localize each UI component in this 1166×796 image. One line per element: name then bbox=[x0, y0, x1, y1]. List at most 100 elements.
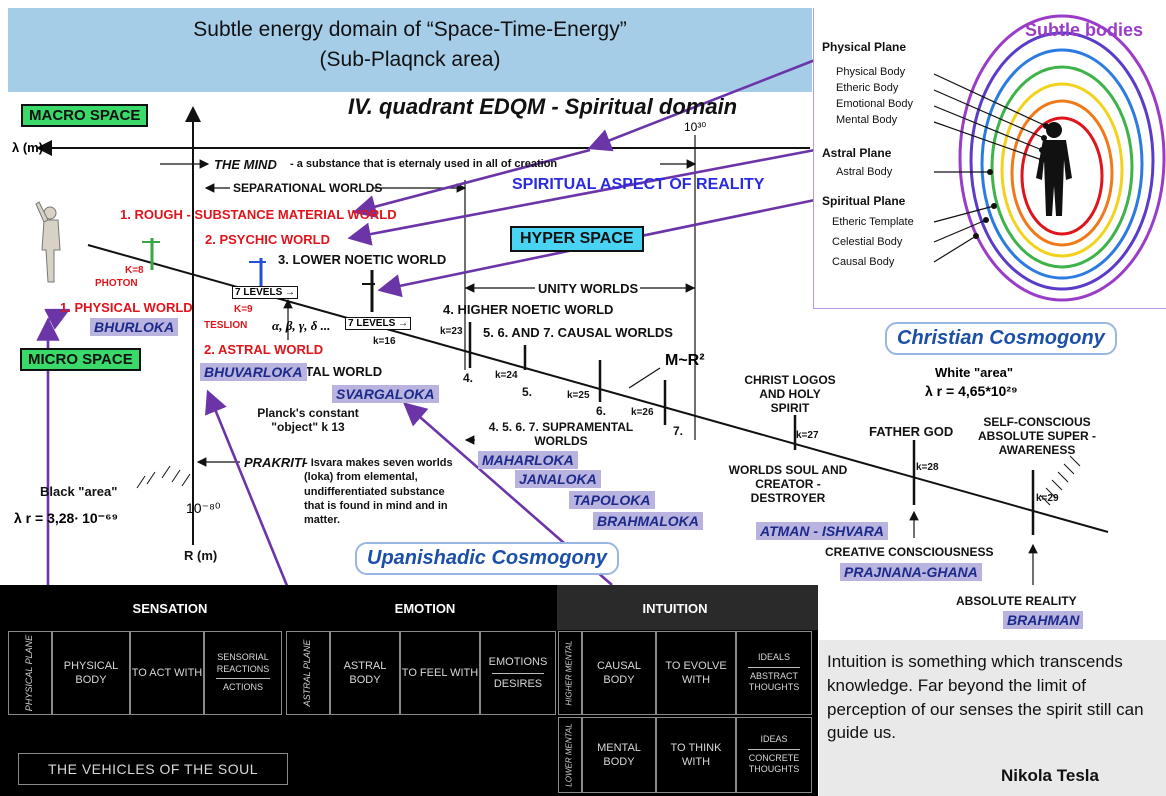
loka-atman: ATMAN - ISHVARA bbox=[756, 522, 888, 540]
header-banner: Subtle energy domain of “Space-Time-Ener… bbox=[8, 8, 812, 92]
macro-space-label: MACRO SPACE bbox=[21, 104, 149, 127]
the-mind-label: THE MIND bbox=[214, 157, 277, 172]
k27-label: k=27 bbox=[796, 430, 819, 441]
cell-higher-mental: HIGHER MENTAL bbox=[558, 631, 582, 715]
unity-worlds-label: UNITY WORLDS bbox=[538, 281, 639, 296]
k26-label: k=26 bbox=[631, 407, 654, 418]
loka-brahmaloka: BRAHMALOKA bbox=[593, 512, 703, 530]
world-astral: 2. ASTRAL WORLD bbox=[204, 342, 324, 357]
lambda-axis-label: λ (m) bbox=[12, 140, 44, 155]
loka-prajnana: PRAJNANA-GHANA bbox=[840, 563, 982, 581]
world-rough: 1. ROUGH - SUBSTANCE MATERIAL WORLD bbox=[120, 207, 397, 222]
quote-text: Intuition is something which transcends … bbox=[827, 652, 1144, 743]
col-sensation: SENSATION bbox=[132, 601, 208, 616]
vehicles-of-soul-label: THE VEHICLES OF THE SOUL bbox=[18, 753, 288, 785]
hyper-space-label: HYPER SPACE bbox=[510, 226, 644, 252]
cell-physical-plane: PHYSICAL PLANE bbox=[8, 631, 52, 715]
r-axis-label: R (m) bbox=[184, 548, 218, 563]
greek-letters: α, β, γ, δ ... bbox=[272, 318, 331, 333]
creative-consciousness-label: CREATIVE CONSCIOUSNESS bbox=[825, 545, 994, 559]
vehicles-panel: SENSATION EMOTION INTUITION PHYSICAL PLA… bbox=[0, 585, 818, 796]
christ-logos-label: CHRIST LOGOS AND HOLY SPIRIT bbox=[744, 373, 836, 415]
photon-label: PHOTON bbox=[95, 278, 138, 289]
quote-panel: Intuition is something which transcends … bbox=[819, 640, 1166, 796]
cell-astral-body: ASTRAL BODY bbox=[330, 631, 400, 715]
upanishadic-cosmogony-label: Upanishadic Cosmogony bbox=[355, 542, 620, 575]
k16-label: k=16 bbox=[373, 336, 396, 347]
subtle-bodies-panel: Subtle bodies Physical Plane Physical Bo… bbox=[813, 8, 1166, 309]
etheric-template-label: Etheric Template bbox=[832, 216, 914, 228]
physical-body-label: Physical Body bbox=[836, 66, 906, 78]
col-intuition: INTUITION bbox=[642, 601, 708, 616]
aura-rings bbox=[933, 14, 1166, 302]
emotional-body-label: Emotional Body bbox=[836, 98, 914, 110]
the-mind-desc: - a substance that is eternaly used in a… bbox=[290, 158, 558, 170]
absolute-reality-label: ABSOLUTE REALITY bbox=[956, 594, 1077, 608]
prakriti-label: PRAKRITI bbox=[244, 455, 306, 470]
astral-body-label: Astral Body bbox=[836, 166, 893, 178]
father-god-label: FATHER GOD bbox=[869, 424, 954, 439]
micro-space-label: MICRO SPACE bbox=[20, 348, 141, 371]
quote-author: Nikola Tesla bbox=[1001, 766, 1099, 785]
spiritual-aspect-label: SPIRITUAL ASPECT OF REALITY bbox=[512, 176, 765, 193]
white-area-label: White "area" bbox=[935, 365, 1014, 380]
self-conscious-label: SELF-CONSCIOUS ABSOLUTE SUPER - AWARENES… bbox=[977, 415, 1096, 457]
header-line-2: (Sub-Plaqnck area) bbox=[319, 48, 501, 71]
world-lower-noetic: 3. LOWER NOETIC WORLD bbox=[278, 252, 447, 267]
white-lambda-label: λ r = 4,65*10²⁹ bbox=[925, 383, 1018, 399]
world-causal: 5. 6. AND 7. CAUSAL WORLDS bbox=[483, 325, 673, 340]
separational-worlds-label: SEPARATIONAL WORLDS bbox=[233, 181, 383, 195]
power-80-label: 10⁻⁸⁰ bbox=[186, 500, 221, 516]
num-7: 7. bbox=[673, 424, 684, 438]
k8-label: K=8 bbox=[125, 265, 144, 276]
k28-label: k=28 bbox=[916, 462, 939, 473]
planck-object-label: Planck's constant "object" k 13 bbox=[257, 406, 359, 434]
cell-lower-mental: LOWER MENTAL bbox=[558, 717, 582, 793]
loka-maharloka: MAHARLOKA bbox=[478, 451, 578, 469]
teslion-label: TESLION bbox=[204, 320, 248, 331]
statue-figure bbox=[35, 201, 61, 283]
arrow-astral-plane bbox=[347, 148, 816, 246]
loka-janaloka: JANALOKA bbox=[515, 470, 601, 488]
k9-label: K=9 bbox=[234, 304, 253, 315]
mental-body-label: Mental Body bbox=[836, 114, 898, 126]
cell-to-evolve-with: TO EVOLVE WITH bbox=[656, 631, 736, 715]
subtle-bodies-title: Subtle bodies bbox=[1025, 20, 1144, 40]
k24-label: k=24 bbox=[495, 370, 518, 381]
human-silhouette bbox=[1036, 122, 1072, 216]
arrow-physical-plane bbox=[587, 58, 816, 152]
physical-plane-heading: Physical Plane bbox=[822, 40, 907, 54]
num-6: 6. bbox=[596, 404, 607, 418]
levels-box-1: 7 LEVELS → bbox=[232, 286, 299, 299]
loka-bhurloka: BHURLOKA bbox=[90, 318, 179, 336]
header-line-1: Subtle energy domain of “Space-Time-Ener… bbox=[193, 18, 627, 41]
cell-physical-body: PHYSICAL BODY bbox=[52, 631, 130, 715]
power-30-label: 10³⁰ bbox=[684, 120, 707, 134]
loka-tapoloka: TAPOLOKA bbox=[569, 491, 655, 509]
levels-box-2: 7 LEVELS → bbox=[345, 317, 412, 330]
loka-brahman: BRAHMAN bbox=[1003, 611, 1084, 629]
black-area-label: Black "area" bbox=[40, 484, 118, 499]
col-emotion: EMOTION bbox=[394, 601, 456, 616]
spiritual-plane-heading: Spiritual Plane bbox=[822, 194, 906, 208]
cell-astral-plane: ASTRAL PLANE bbox=[286, 631, 330, 715]
christian-cosmogony-label: Christian Cosmogony bbox=[885, 322, 1117, 355]
cell-to-act-with: TO ACT WITH bbox=[130, 631, 204, 715]
etheric-body-label: Etheric Body bbox=[836, 82, 899, 94]
cell-to-feel-with: TO FEEL WITH bbox=[400, 631, 480, 715]
prakriti-desc: - Isvara makes seven worlds (loka) from … bbox=[304, 457, 453, 527]
worlds-soul-label: WORLDS SOUL AND CREATOR - DESTROYER bbox=[728, 463, 848, 505]
cell-mental-body: MENTAL BODY bbox=[582, 717, 656, 793]
cell-to-think-with: TO THINK WITH bbox=[656, 717, 736, 793]
num-4: 4. bbox=[463, 371, 474, 385]
black-lambda-label: λ r = 3,28∙ 10⁻⁶⁹ bbox=[14, 510, 119, 526]
k23-label: k=23 bbox=[440, 326, 463, 337]
world-supramental: 4. 5. 6. 7. SUPRAMENTAL WORLDS bbox=[488, 420, 634, 448]
world-higher-noetic: 4. HIGHER NOETIC WORLD bbox=[443, 302, 614, 317]
diagram-title: IV. quadrant EDQM - Spiritual domain bbox=[348, 94, 738, 119]
loka-bhuvarloka: BHUVARLOKA bbox=[200, 363, 307, 381]
